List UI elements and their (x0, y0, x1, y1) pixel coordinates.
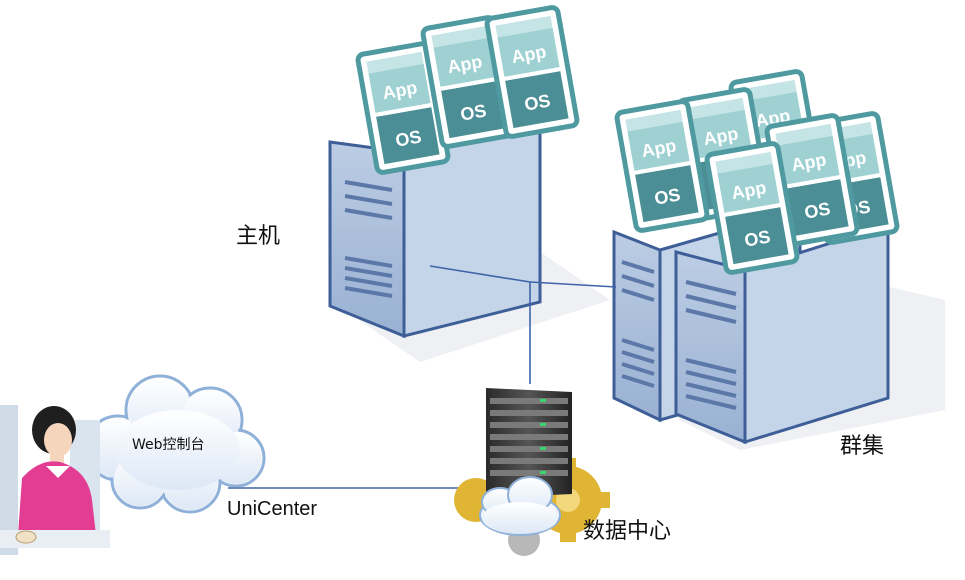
cluster-label: 群集 (840, 434, 885, 459)
web-console-cloud (84, 374, 266, 514)
link-cluster (529, 281, 617, 288)
server-rack-icon (486, 388, 572, 498)
host-vent-lines (344, 180, 393, 298)
vm-os-label: OS (523, 90, 552, 114)
vm-os-label: OS (459, 100, 488, 124)
cluster-vm-4: App OS (616, 101, 708, 232)
user-icon (0, 405, 110, 555)
web-console-label: Web控制台 (132, 437, 205, 453)
host-vm-2: App OS (422, 17, 514, 148)
host-server (328, 116, 542, 339)
host-vm-3: App OS (486, 7, 578, 138)
network-links (228, 265, 617, 489)
cluster-vm-6: App OS (706, 143, 798, 274)
link-host (429, 265, 531, 283)
vm-os-label: OS (803, 198, 832, 222)
vm-os-label: OS (394, 126, 423, 150)
vm-os-label: OS (653, 184, 682, 208)
datacenter-label: 数据中心 (583, 519, 672, 544)
datacenter-icon (454, 388, 610, 556)
cluster-vm-5: App OS (766, 115, 858, 246)
unicenter-label: UniCenter (227, 498, 318, 520)
host-vm-1: App OS (357, 43, 449, 174)
cloud-icon (479, 476, 561, 536)
host-label: 主机 (236, 224, 281, 249)
vm-os-label: OS (743, 226, 772, 250)
